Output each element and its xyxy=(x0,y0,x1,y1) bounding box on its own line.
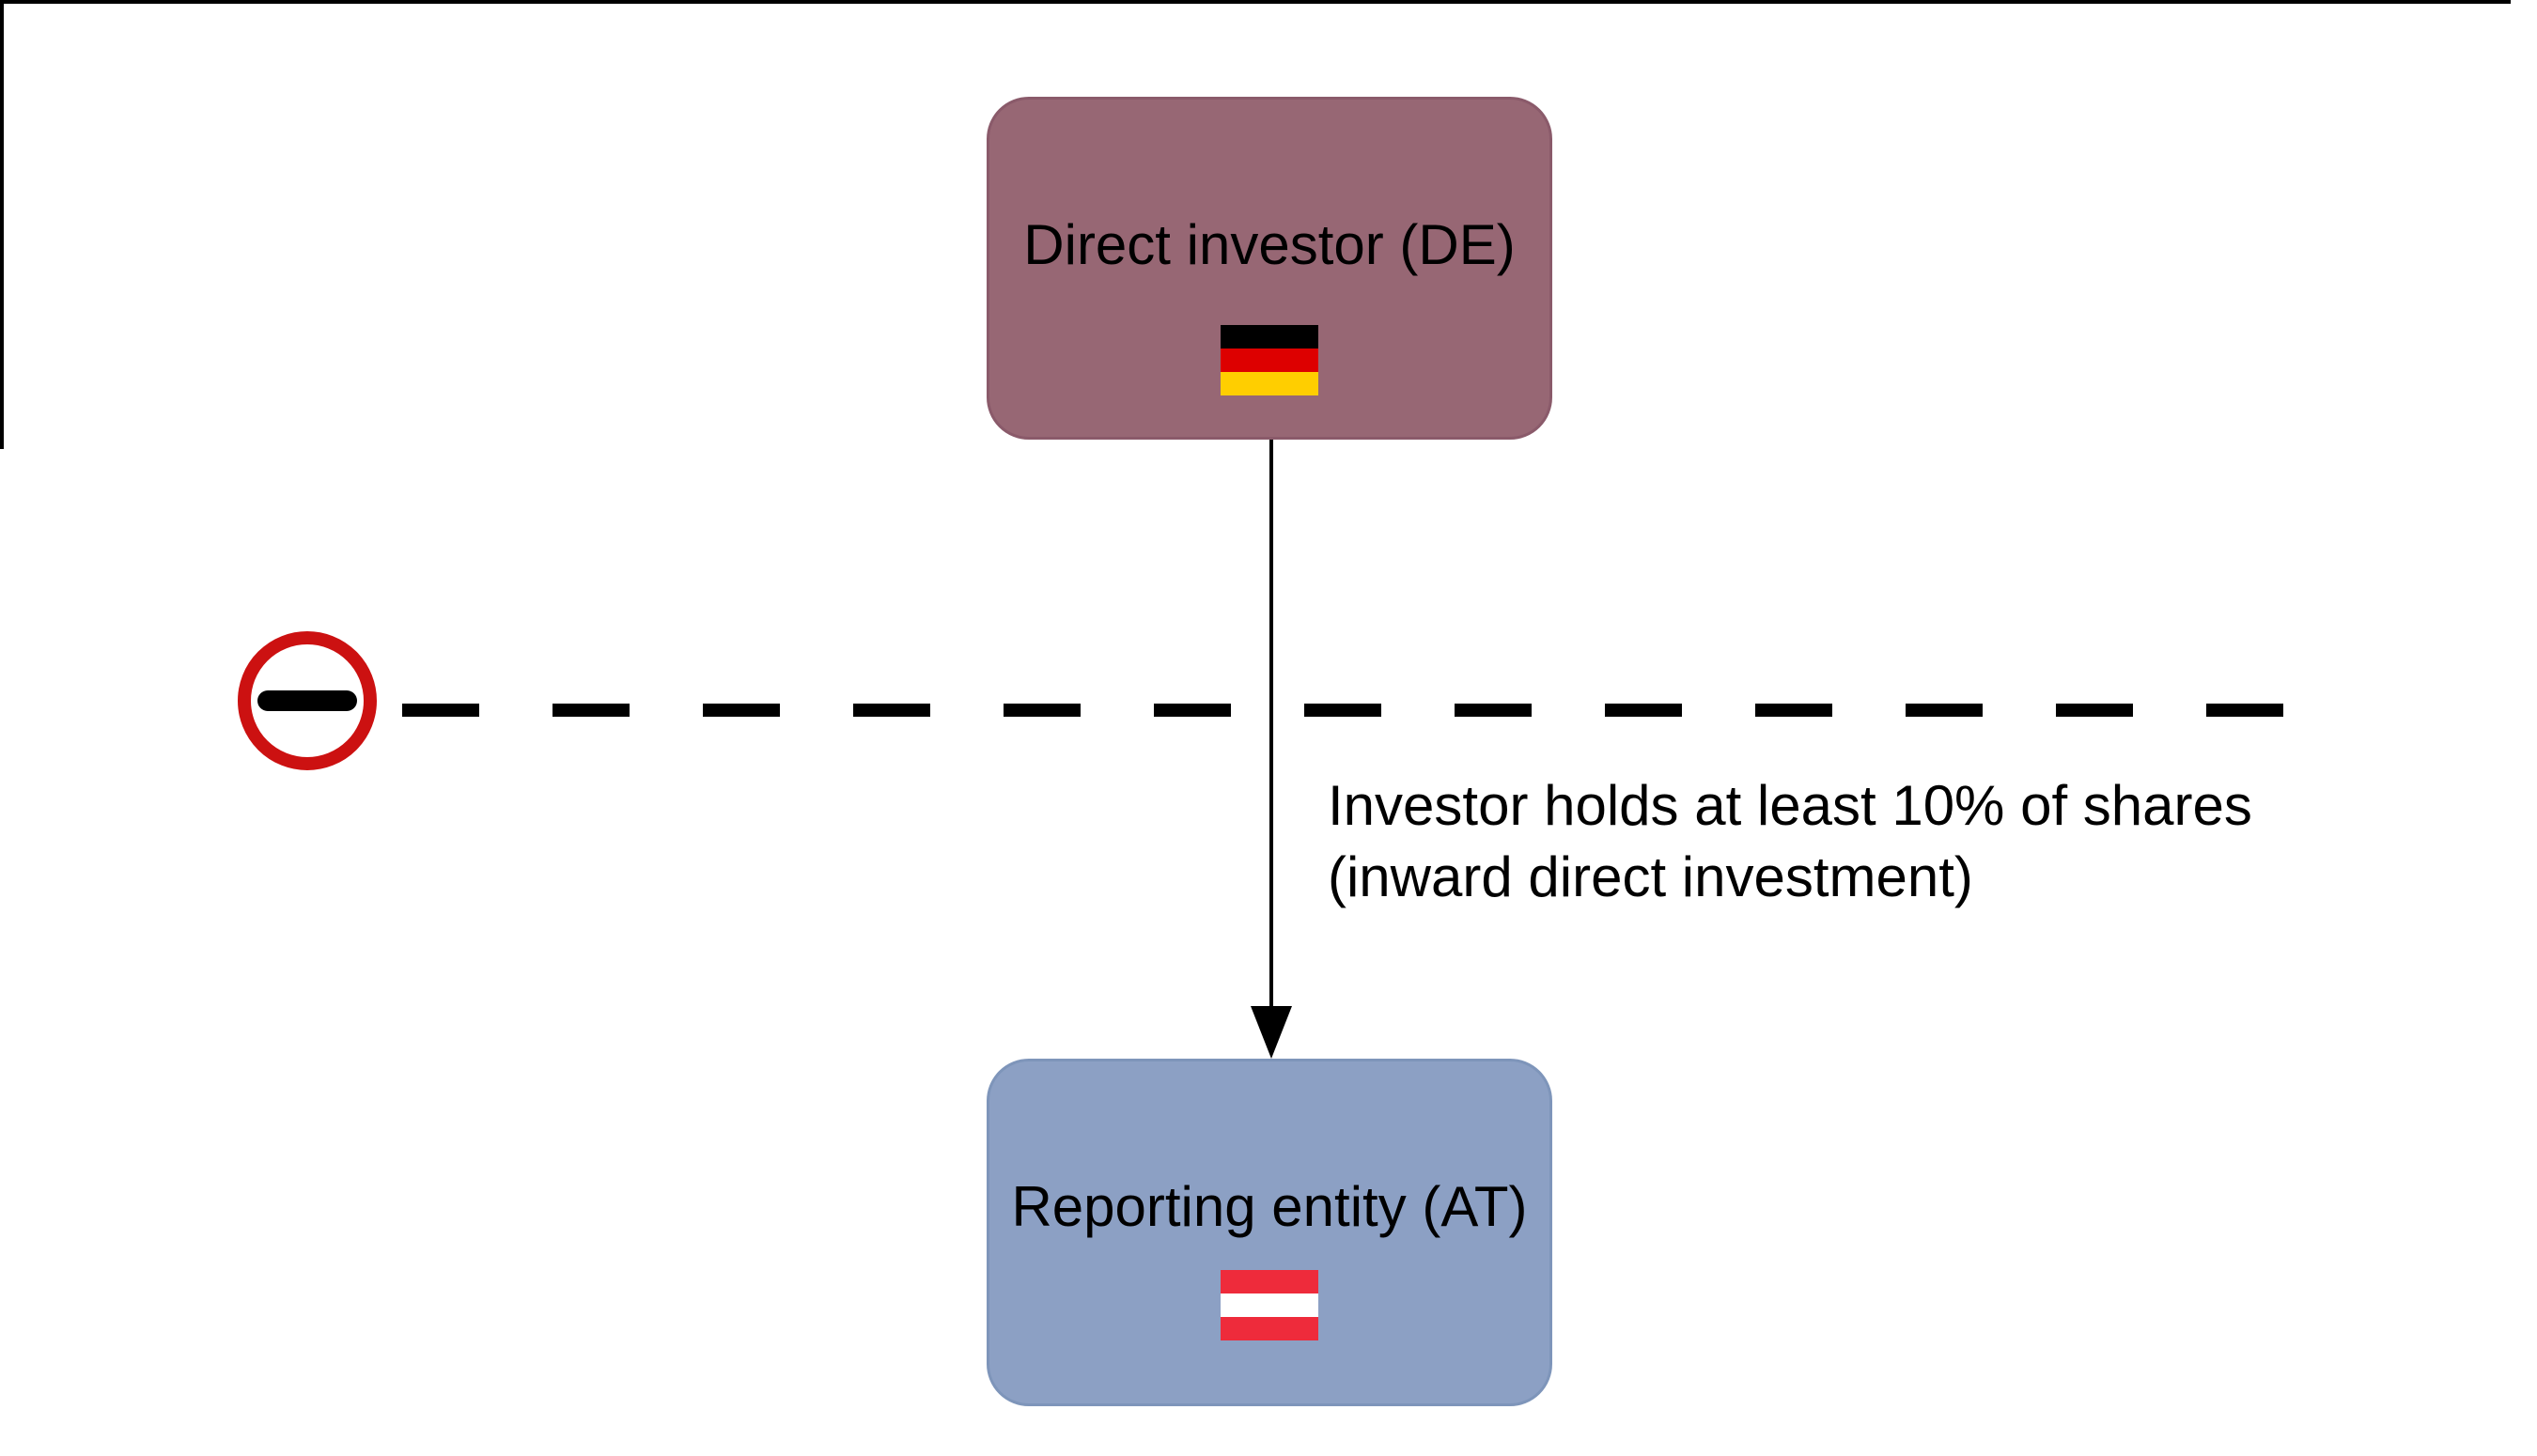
germany-flag-stripe-black xyxy=(1221,325,1318,349)
reporting-entity-node: Reporting entity (AT) xyxy=(987,1059,1552,1406)
germany-flag-stripe-red xyxy=(1221,349,1318,372)
austria-flag-stripe-red-bottom xyxy=(1221,1317,1318,1340)
no-entry-bar xyxy=(257,690,357,711)
ownership-edge-label: Investor holds at least 10% of shares (i… xyxy=(1328,770,2252,913)
frame-border-left xyxy=(0,0,4,449)
direct-investor-label: Direct investor (DE) xyxy=(1023,213,1516,276)
frame-border-top xyxy=(0,0,2511,4)
no-entry-icon xyxy=(238,631,377,770)
austria-flag-stripe-white xyxy=(1221,1293,1318,1317)
austria-flag-stripe-red-top xyxy=(1221,1270,1318,1293)
ownership-edge-label-line1: Investor holds at least 10% of shares xyxy=(1328,774,2252,837)
ownership-edge-label-line2: (inward direct investment) xyxy=(1328,845,1973,908)
ownership-arrow xyxy=(1251,440,1292,1059)
ownership-arrowhead-icon xyxy=(1251,1006,1292,1059)
germany-flag-stripe-gold xyxy=(1221,372,1318,395)
germany-flag-icon xyxy=(1221,325,1318,395)
no-entry-ring xyxy=(238,631,377,770)
direct-investor-node: Direct investor (DE) xyxy=(987,97,1552,440)
austria-flag-icon xyxy=(1221,1270,1318,1340)
reporting-entity-label: Reporting entity (AT) xyxy=(1011,1175,1528,1238)
